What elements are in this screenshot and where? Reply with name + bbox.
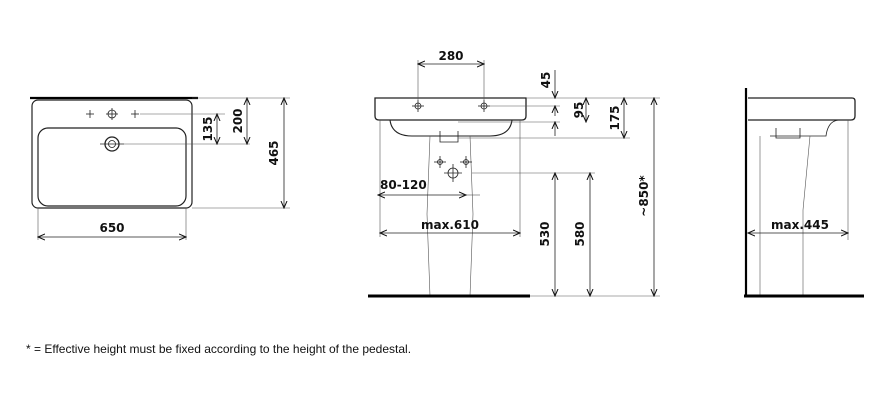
dim-pedestal-width-label: max.610 xyxy=(421,218,479,232)
waste-pipe xyxy=(439,131,459,143)
pedestal-front-edge xyxy=(802,135,811,296)
side-view: max.445 xyxy=(744,88,864,298)
pedestal-right-edge xyxy=(469,135,474,297)
dim-pedestal-depth-label: max.445 xyxy=(771,218,829,232)
basin-bowl-front xyxy=(389,119,513,137)
footnote: * = Effective height must be fixed accor… xyxy=(26,342,412,356)
basin-bowl-side xyxy=(770,119,841,137)
tap-hole-markers xyxy=(86,108,139,120)
drain-marker xyxy=(100,136,124,152)
dim-depth-label: 465 xyxy=(267,140,281,165)
basin-outline-top xyxy=(31,99,193,209)
dim-drain-offset-label: 135 xyxy=(201,116,215,141)
dim-total-height-label: ~850* xyxy=(637,175,651,217)
front-tap-holes xyxy=(412,100,490,112)
dim-connection-range-label: 80-120 xyxy=(380,178,427,192)
dim-basin-depth-label: 175 xyxy=(608,105,622,130)
waste-side xyxy=(775,128,801,139)
basin-rim-front xyxy=(374,97,527,121)
top-view: 650 135 200 465 xyxy=(30,96,290,240)
dim-tap-spacing-label: 280 xyxy=(438,49,463,63)
bowl-outline-top xyxy=(37,127,187,207)
dim-tap-to-top-label: 95 xyxy=(572,102,586,119)
front-view: 280 45 95 175 80-120 max.610 530 580 ~85… xyxy=(368,49,660,298)
pedestal-left-edge xyxy=(426,135,431,297)
dim-tap-offset-label: 200 xyxy=(231,108,245,133)
dim-pedestal-height-label: 530 xyxy=(538,221,552,246)
dim-width-label: 650 xyxy=(99,221,124,235)
dim-waste-height-label: 580 xyxy=(573,221,587,246)
basin-side-profile xyxy=(748,97,856,121)
dim-rim-height-label: 45 xyxy=(539,72,553,89)
connection-markers xyxy=(434,156,472,182)
